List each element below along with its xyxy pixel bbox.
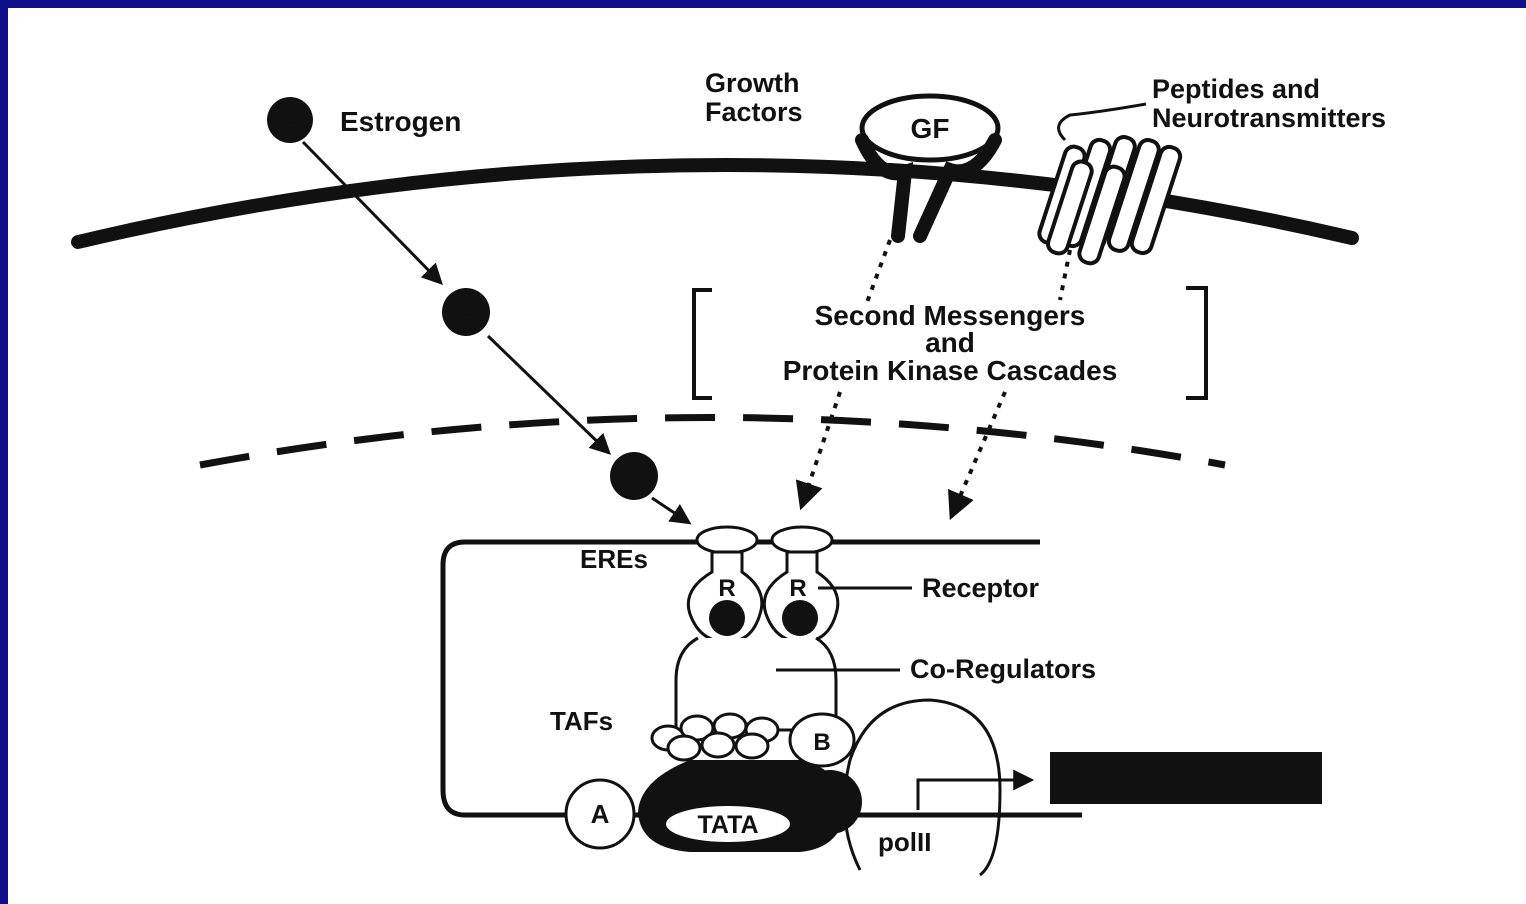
- pol-ii-label: polII: [878, 827, 931, 857]
- estrogen-label: Estrogen: [340, 106, 461, 137]
- estrogen-molecule-outside: E: [267, 97, 313, 143]
- estrogen-arrow-1: [303, 142, 440, 282]
- gf-label: GF: [911, 113, 950, 144]
- peptides-label-line1: Peptides and: [1152, 74, 1320, 104]
- tafs-cluster: [652, 714, 778, 760]
- tata-label: TATA: [697, 811, 758, 839]
- factor-b: B: [790, 714, 854, 766]
- receptor-r-left: R: [718, 575, 735, 602]
- estrogen-symbol: E: [457, 298, 474, 328]
- factor-a: A: [566, 780, 634, 848]
- transcription-box: Transcription: [1050, 752, 1322, 804]
- gpcr-seven-helix-receptor: [1037, 135, 1182, 266]
- factor-f-label: F: [822, 788, 838, 818]
- receptor-label: Receptor: [922, 573, 1040, 603]
- receptor-dimer: [688, 552, 838, 642]
- estrogen-arrow-3: [652, 498, 688, 522]
- second-messengers-line3: Protein Kinase Cascades: [783, 355, 1118, 386]
- nuclear-membrane: [200, 418, 1225, 466]
- tafs-label: TAFs: [550, 706, 613, 736]
- estrogen-signaling-diagram: E Estrogen E E Growth Factors GF Peptide…: [8, 8, 1526, 904]
- eres-label: EREs: [580, 544, 648, 574]
- estrogen-symbol: E: [625, 462, 642, 492]
- tbp-label: TBP: [707, 765, 763, 796]
- peptides-label-line2: Neurotransmitters: [1152, 103, 1386, 133]
- factor-f: F: [798, 770, 862, 834]
- estrogen-symbol: E: [793, 607, 808, 632]
- factor-a-label: A: [591, 799, 610, 829]
- estrogen-symbol: E: [720, 607, 735, 632]
- estrogen-arrow-2: [488, 336, 608, 452]
- peptide-ligand-line: [1059, 104, 1146, 140]
- bound-estrogen-right: E: [782, 600, 818, 636]
- transcription-label: Transcription: [1097, 762, 1274, 793]
- estrogen-symbol: E: [281, 106, 298, 136]
- factor-b-label: B: [813, 729, 830, 756]
- transcription-start-arrow: [918, 780, 1030, 810]
- slide-frame: E Estrogen E E Growth Factors GF Peptide…: [8, 8, 1526, 904]
- estrogen-molecule-nucleus: E: [610, 452, 658, 500]
- receptor-r-right: R: [789, 575, 806, 602]
- co-regulators-label: Co-Regulators: [910, 654, 1096, 684]
- estrogen-molecule-cytoplasm: E: [442, 288, 490, 336]
- second-messengers-line2: and: [925, 327, 975, 358]
- growth-factors-label-line1: Growth: [705, 68, 800, 98]
- bound-estrogen-left: E: [709, 600, 745, 636]
- growth-factors-label-line2: Factors: [705, 97, 803, 127]
